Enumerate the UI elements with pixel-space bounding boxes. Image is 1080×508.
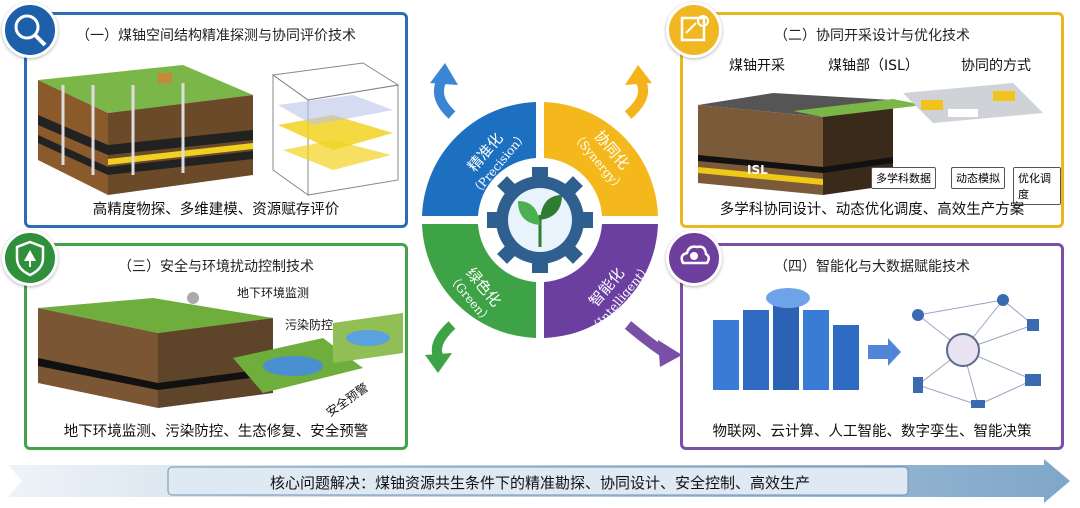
environment-3d-scene: [38, 292, 403, 408]
panel4-caption: 物联网、云计算、人工智能、数字孪生、智能决策: [712, 424, 1032, 440]
label-underground-monitor: 地下环境监测: [237, 286, 310, 300]
panel2-title: （二）协同开采设计与优化技术: [774, 28, 970, 44]
flow-box-scheduling: 优化调度: [1013, 167, 1061, 205]
label-isl: ISL: [747, 163, 768, 177]
panel4-title: （四）智能化与大数据赋能技术: [774, 259, 970, 275]
quadrant-intelligent: [544, 224, 658, 338]
blueprint-icon: [666, 2, 722, 58]
cloud-brain-icon: [666, 230, 722, 286]
leaf-gear-icon: [482, 162, 598, 278]
label-coal-mining: 煤铀开采: [729, 58, 785, 74]
quadrant-precision: [422, 102, 536, 216]
server-cluster: [713, 288, 859, 390]
panel1-title: （一）煤铀空间结构精准探测与协同评价技术: [76, 28, 356, 44]
panel3-title: （三）安全与环境扰动控制技术: [118, 259, 314, 275]
panel-safety-environment: （三）安全与环境扰动控制技术 地下环境监测 污染防控 安全预警 地下环境监测、污…: [24, 243, 408, 450]
quadrant-synergy: [544, 102, 658, 216]
panel-precision-detection: （一）煤铀空间结构精准探测与协同评价技术 高精度物探、多维建模、资源赋存评价: [24, 12, 408, 228]
bottom-arrow-bar: [8, 459, 1070, 503]
panel-synergy-design: （二）协同开采设计与优化技术 煤铀开采 煤铀部（ISL） 协同的方式 ISL 多…: [680, 12, 1064, 228]
geology-3d-model: [38, 62, 400, 196]
center-diagram: [422, 63, 682, 373]
label-pollution: 污染防控: [285, 318, 334, 332]
brain-icon: [946, 333, 980, 367]
shield-tree-icon: [2, 230, 58, 286]
label-cooperative: 协同的方式: [961, 58, 1031, 74]
core-problem-text: 核心问题解决：煤铀资源共生条件下的精准勘探、协同设计、安全控制、高效生产: [269, 474, 810, 492]
flow-box-data: 多学科数据: [871, 167, 936, 189]
panel1-caption: 高精度物探、多维建模、资源赋存评价: [92, 202, 340, 218]
iot-cloud-network: [713, 288, 1041, 408]
panel3-caption: 地下环境监测、污染防控、生态修复、安全预警: [63, 424, 369, 440]
label-uranium-isl: 煤铀部（ISL）: [828, 58, 919, 74]
panel-intelligent-bigdata: （四）智能化与大数据赋能技术 物联网、云计算、人工智能、数字孪生、智能决策: [680, 243, 1064, 450]
search-gear-icon: [2, 2, 58, 58]
panel2-caption: 多学科协同设计、动态优化调度、高效生产方案: [719, 202, 1025, 218]
arrow-right: [868, 338, 901, 366]
quadrant-green: [422, 224, 536, 338]
flow-box-simulation: 动态模拟: [951, 167, 1005, 189]
